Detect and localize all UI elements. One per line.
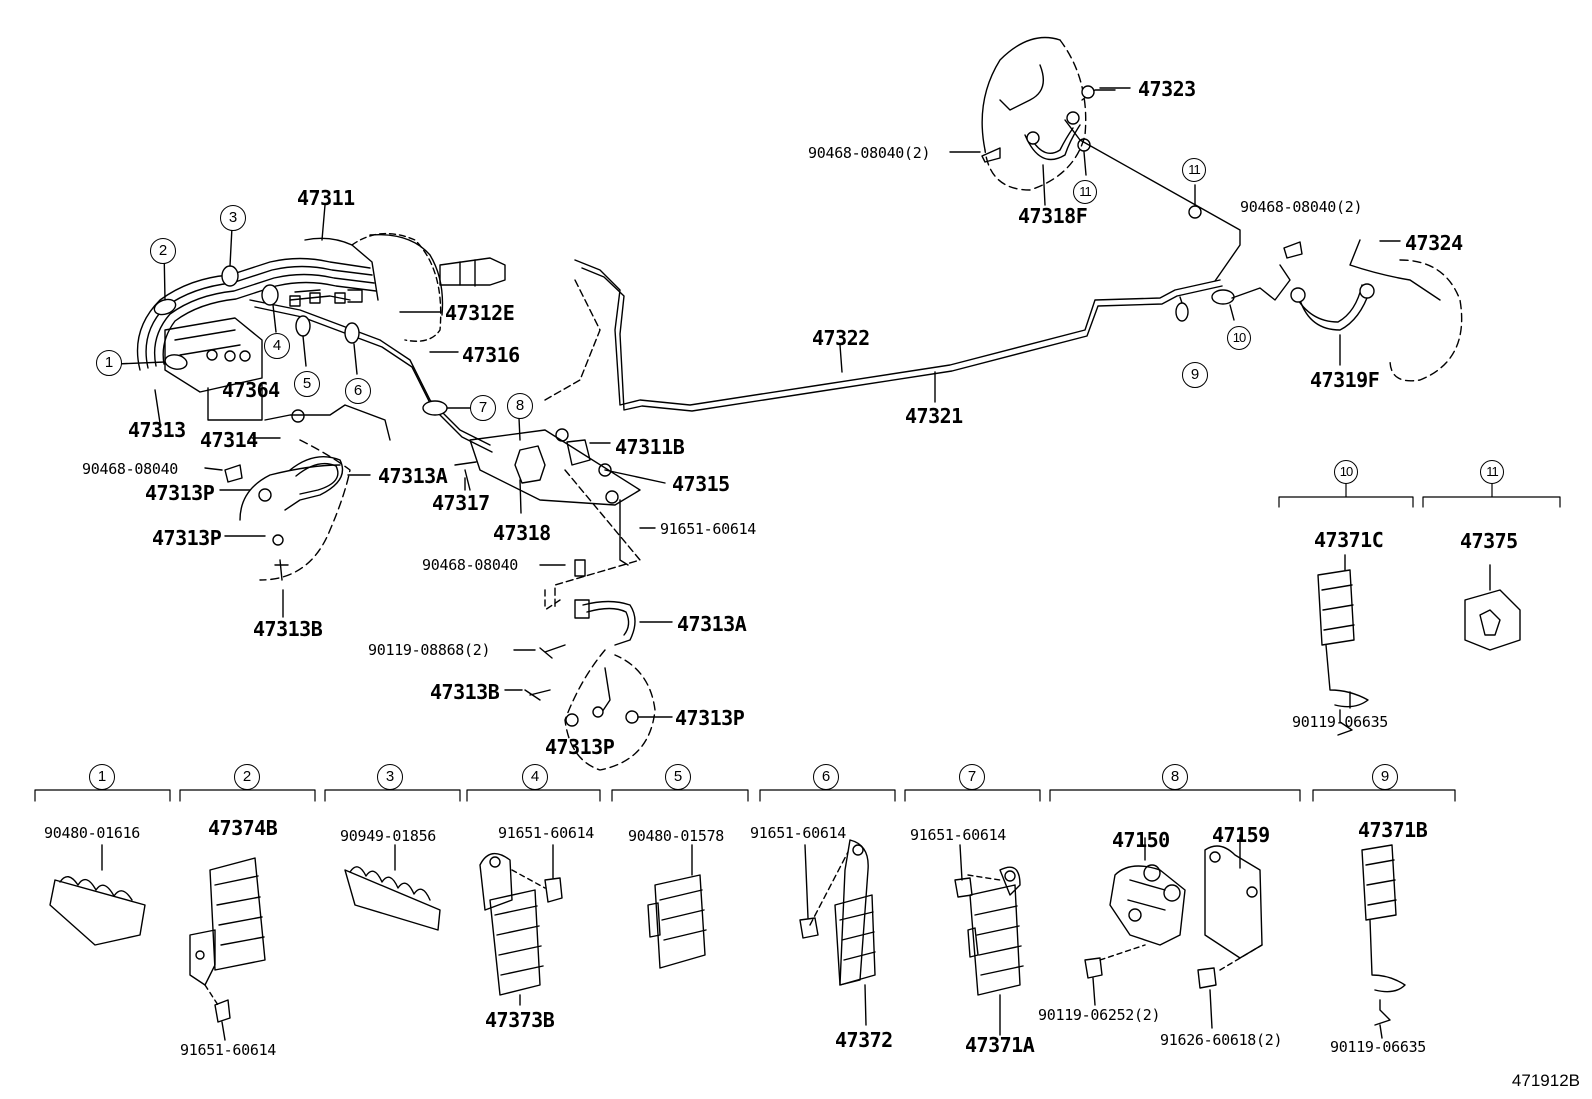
label-47315: 47315 <box>672 472 730 496</box>
label-47374b: 47374B <box>208 816 278 840</box>
label-90119-08868: 90119-08868(2) <box>368 641 491 659</box>
label-90119-06635: 90119-06635 <box>1330 1038 1427 1056</box>
callout-2: 2 <box>150 238 176 264</box>
kit-8-valve <box>1084 834 1263 1029</box>
label-47318f: 47318F <box>1018 204 1088 228</box>
label-47311: 47311 <box>297 186 355 210</box>
label-47313p: 47313P <box>145 481 215 505</box>
label-90468-08040: 90468-08040 <box>82 460 179 478</box>
kit-callout-10: 10 <box>1334 460 1358 484</box>
label-47316: 47316 <box>462 343 520 367</box>
label-91651-60614: 91651-60614 <box>660 520 757 538</box>
callout-3: 3 <box>220 205 246 231</box>
label-47317: 47317 <box>432 491 490 515</box>
label-47364: 47364 <box>222 378 280 402</box>
kit-callout-5: 5 <box>665 764 691 790</box>
front-right-hose <box>524 589 656 771</box>
label-47373b: 47373B <box>485 1008 555 1032</box>
kit-callout-6: 6 <box>813 764 839 790</box>
kit-4-clamp <box>479 844 563 1006</box>
kit-1-clamp <box>49 844 146 946</box>
label-47314: 47314 <box>200 428 258 452</box>
callout-9: 9 <box>1182 362 1208 388</box>
kit-11-clip <box>1464 564 1521 651</box>
callout-8: 8 <box>507 393 533 419</box>
kit-callout-7: 7 <box>959 764 985 790</box>
kit-callout-4: 4 <box>522 764 548 790</box>
callout-5: 5 <box>294 371 320 397</box>
label-47371c: 47371C <box>1314 528 1384 552</box>
label-47313b: 47313B <box>430 680 500 704</box>
label-47323: 47323 <box>1138 77 1196 101</box>
label-47313: 47313 <box>128 418 186 442</box>
label-47322: 47322 <box>812 326 870 350</box>
kit-3-clamp <box>344 844 441 931</box>
front-line-bundle <box>136 257 493 453</box>
callout-6: 6 <box>345 378 371 404</box>
kit-callout-1: 1 <box>89 764 115 790</box>
diagram-id: 471912B <box>1511 1071 1580 1090</box>
label-47318: 47318 <box>493 521 551 545</box>
label-47312e: 47312E <box>445 301 515 325</box>
label-47321: 47321 <box>905 404 963 428</box>
kit-6-clamp <box>799 839 876 1026</box>
label-47313a: 47313A <box>677 612 747 636</box>
callout-11: 11 <box>1182 158 1206 182</box>
label-47371b: 47371B <box>1358 818 1428 842</box>
label-91651-60614: 91651-60614 <box>750 824 847 842</box>
kit-callout-8: 8 <box>1162 764 1188 790</box>
label-90480-01578: 90480-01578 <box>628 827 725 845</box>
label-90468-08040: 90468-08040(2) <box>808 144 931 162</box>
label-47313p: 47313P <box>152 526 222 550</box>
label-90949-01856: 90949-01856 <box>340 827 437 845</box>
label-47311b: 47311B <box>615 435 685 459</box>
kit-callout-9: 9 <box>1372 764 1398 790</box>
kit-5-clamp <box>647 844 707 969</box>
label-90468-08040: 90468-08040 <box>422 556 519 574</box>
kit-callout-11: 11 <box>1480 460 1504 484</box>
label-90119-06252: 90119-06252(2) <box>1038 1006 1161 1024</box>
label-47375: 47375 <box>1460 529 1518 553</box>
callout-11: 11 <box>1073 180 1097 204</box>
callout-10: 10 <box>1227 326 1251 350</box>
label-91651-60614: 91651-60614 <box>180 1041 277 1059</box>
rear-brake-lines <box>574 119 1291 412</box>
label-47313a: 47313A <box>378 464 448 488</box>
callout-leaders <box>115 151 1235 441</box>
label-leaders <box>154 87 1401 718</box>
label-91651-60614: 91651-60614 <box>498 824 595 842</box>
kit-7-clamp <box>954 844 1024 1036</box>
label-90480-01616: 90480-01616 <box>44 824 141 842</box>
kit-callout-3: 3 <box>377 764 403 790</box>
proportioning-valve <box>454 279 641 611</box>
label-47313p: 47313P <box>545 735 615 759</box>
label-47313p: 47313P <box>675 706 745 730</box>
kit-2-clamp <box>189 857 266 1041</box>
callout-4: 4 <box>264 333 290 359</box>
abs-actuator <box>164 317 263 421</box>
label-91626-60618: 91626-60618(2) <box>1160 1031 1283 1049</box>
label-47324: 47324 <box>1405 231 1463 255</box>
callout-7: 7 <box>470 395 496 421</box>
kit-9-clamp <box>1361 844 1406 1039</box>
front-left-brake <box>224 404 391 581</box>
label-47371a: 47371A <box>965 1033 1035 1057</box>
kit-10-clamp <box>1317 554 1369 736</box>
label-47313b: 47313B <box>253 617 323 641</box>
brake-booster <box>304 232 506 342</box>
label-90119-06635: 90119-06635 <box>1292 713 1389 731</box>
label-47372: 47372 <box>835 1028 893 1052</box>
callout-1: 1 <box>96 350 122 376</box>
label-91651-60614: 91651-60614 <box>910 826 1007 844</box>
label-47319f: 47319F <box>1310 368 1380 392</box>
label-47159: 47159 <box>1212 823 1270 847</box>
kit-callout-2: 2 <box>234 764 260 790</box>
label-47150: 47150 <box>1112 828 1170 852</box>
front-right-brake <box>981 36 1116 191</box>
label-90468-08040: 90468-08040(2) <box>1240 198 1363 216</box>
rear-right-brake <box>1283 239 1463 382</box>
